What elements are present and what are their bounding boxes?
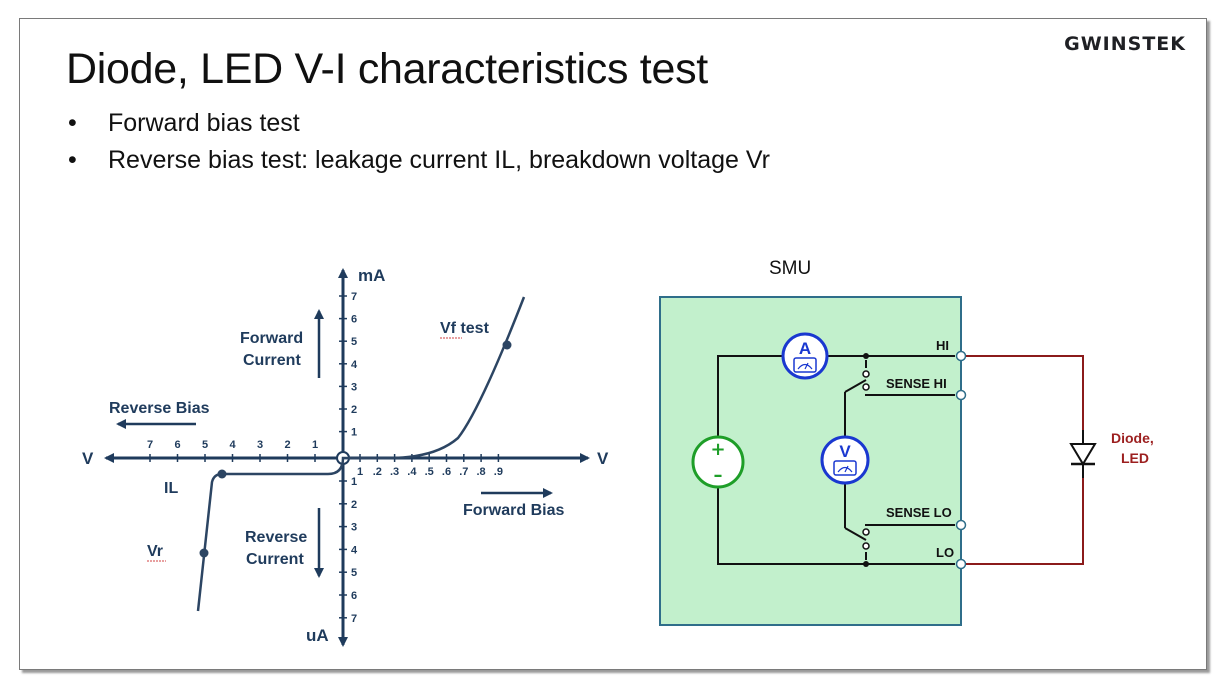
terminal-hi-label: HI: [936, 338, 949, 353]
wire-source-top: [717, 355, 783, 437]
x-tick-label: .2: [373, 466, 382, 478]
x-axis-right-label: V: [597, 449, 609, 468]
vr-point: [199, 548, 209, 558]
y-axis-top-label: mA: [358, 266, 385, 285]
switch-hi-node: [862, 370, 870, 378]
x-tick-label: .9: [494, 466, 503, 478]
switch-lo-node-bottom: [863, 561, 869, 567]
vf-test-label: Vf test: [440, 320, 490, 337]
y-tick-label: 5: [351, 336, 357, 348]
x-tick-label: 1: [357, 466, 363, 478]
vr-label: Vr: [147, 543, 163, 560]
il-point: [217, 469, 227, 479]
slide: GWINSTEK Diode, LED V-I characteristics …: [19, 18, 1207, 670]
reverse-current-label-line1: Reverse: [245, 529, 307, 546]
x-tick-label: 4: [229, 439, 236, 451]
source-plus: +: [710, 439, 725, 460]
bullet-list: Forward bias test Reverse bias test: lea…: [68, 105, 770, 179]
y-tick-label: 2: [351, 404, 357, 416]
vf-test-point: [502, 340, 512, 350]
y-tick-label: 5: [351, 567, 357, 579]
x-axis-left-label: V: [82, 449, 94, 468]
reverse-current-label-line2: Current: [246, 551, 304, 568]
terminal-sense-lo: [955, 519, 967, 531]
y-tick-label: 4: [351, 359, 358, 371]
y-tick-label: 2: [351, 499, 357, 511]
voltmeter-letter: V: [839, 442, 851, 461]
y-axis-bottom-label: uA: [306, 626, 329, 645]
terminal-hi: [955, 350, 967, 362]
voltage-source-symbol: + –: [691, 435, 745, 489]
switch-lo-node: [862, 528, 870, 536]
forward-current-label-line1: Forward: [240, 330, 303, 347]
terminal-sense-lo-label: SENSE LO: [886, 505, 952, 520]
x-tick-label: 2: [284, 439, 290, 451]
y-tick-label: 1: [351, 476, 357, 488]
forward-current-label-line2: Current: [243, 352, 301, 369]
switch-lo-upper: [844, 527, 867, 541]
y-tick-label: 4: [351, 544, 358, 556]
smu-label: SMU: [769, 258, 811, 279]
y-tick-label: 6: [351, 590, 357, 602]
x-tick-label: 6: [174, 439, 180, 451]
x-tick-label: .4: [407, 466, 417, 478]
switch-hi-node-top: [863, 353, 869, 359]
meter-icon: [793, 357, 817, 373]
x-tick-label: 7: [147, 439, 153, 451]
positive-x-ticks: 1 .2 .3 .4 .5 .6 .7 .8 .9: [357, 454, 503, 478]
voltmeter-symbol: V: [820, 435, 870, 485]
vi-graph: 7 6 5 4 3 2 1 1 2 3 4 5 6 7 7 6 5 4 3 2 1 1 .2 .3 .4 .5 .6 .7 .8.…: [82, 266, 609, 647]
source-minus: –: [714, 465, 723, 486]
positive-y-ticks: 7 6 5 4 3 2 1: [339, 291, 358, 439]
switch-lo-node2: [862, 542, 870, 550]
x-tick-label: .5: [425, 466, 434, 478]
bullet-reverse-bias: Reverse bias test: leakage current IL, b…: [68, 142, 770, 179]
smu-circuit: SMU A: [659, 258, 1154, 626]
x-tick-label: .7: [459, 466, 468, 478]
y-tick-label: 3: [351, 522, 357, 534]
x-tick-label: 1: [312, 439, 318, 451]
ammeter-letter: A: [799, 339, 811, 358]
x-tick-label: .6: [442, 466, 451, 478]
x-tick-label: .3: [390, 466, 399, 478]
y-tick-label: 7: [351, 613, 357, 625]
reverse-bias-label: Reverse Bias: [109, 400, 210, 417]
negative-x-ticks: 7 6 5 4 3 2 1: [147, 439, 318, 462]
ammeter-symbol: A: [781, 332, 829, 380]
y-tick-label: 3: [351, 381, 357, 393]
wire-source-bottom: [717, 487, 955, 565]
x-tick-label: 5: [202, 439, 208, 451]
slide-title: Diode, LED V-I characteristics test: [66, 45, 708, 93]
switch-hi-upper: [844, 379, 867, 393]
switch-hi-node2: [862, 383, 870, 391]
diode-symbol: [1069, 430, 1097, 478]
forward-bias-label: Forward Bias: [463, 502, 564, 519]
bullet-forward-bias: Forward bias test: [68, 105, 770, 142]
il-label: IL: [164, 480, 178, 497]
x-tick-label: .8: [477, 466, 486, 478]
gwinstek-logo: GWINSTEK: [1064, 33, 1186, 55]
meter-icon: [833, 460, 857, 476]
y-tick-label: 6: [351, 314, 357, 326]
terminal-lo-label: LO: [936, 545, 954, 560]
terminal-lo: [955, 558, 967, 570]
y-tick-label: 7: [351, 291, 357, 303]
y-tick-label: 1: [351, 427, 357, 439]
dut-label-line1: Diode,: [1111, 430, 1154, 446]
dut-wire: [966, 355, 1084, 565]
x-tick-label: 3: [257, 439, 263, 451]
dut-label-line2: LED: [1121, 450, 1149, 466]
terminal-sense-hi-label: SENSE HI: [886, 376, 947, 391]
terminal-sense-hi: [955, 389, 967, 401]
negative-y-ticks: 1 2 3 4 5 6 7: [339, 476, 358, 625]
